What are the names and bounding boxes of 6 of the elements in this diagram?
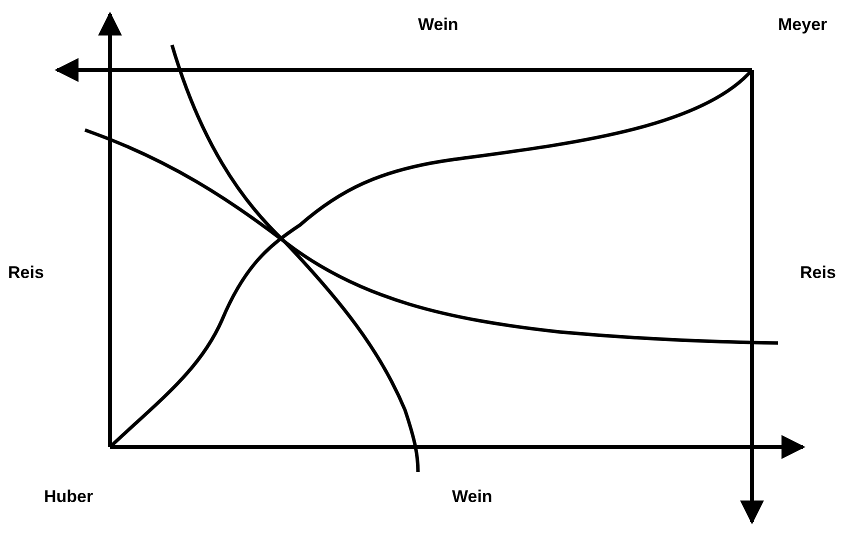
axis-label: Huber: [44, 488, 94, 505]
axis-label: Meyer: [778, 16, 828, 33]
axis-label: Reis: [800, 264, 836, 281]
axis-label: Wein: [418, 16, 458, 33]
axis-label: Wein: [452, 488, 492, 505]
axis-label: Reis: [8, 264, 44, 281]
